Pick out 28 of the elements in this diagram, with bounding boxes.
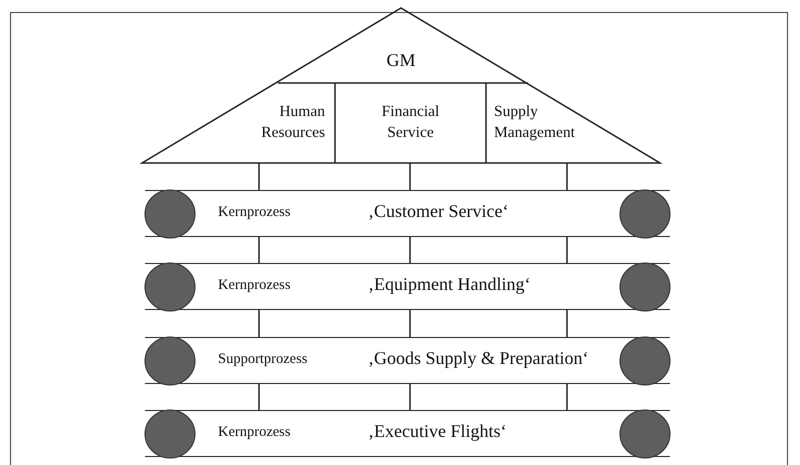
process-type-label: Kernprozess (218, 277, 290, 294)
department-label: Financial Service (380, 102, 440, 143)
process-pipe (145, 190, 670, 237)
connector-line (566, 237, 568, 263)
connector-line (566, 384, 568, 410)
connector-line (258, 310, 260, 337)
connector-line (409, 163, 411, 190)
roof-title: GM (385, 50, 416, 71)
connector-line (409, 384, 411, 410)
connector-line (409, 310, 411, 337)
process-name: ‚Customer Service‘ (368, 201, 508, 222)
connector-line (258, 384, 260, 410)
department-label: Supply Management (493, 102, 576, 143)
connector-line (409, 237, 411, 263)
connector-line (566, 310, 568, 337)
process-name: ‚Executive Flights‘ (368, 421, 506, 442)
connector-line (258, 163, 260, 190)
process-pipe (145, 263, 670, 310)
connector-line (566, 163, 568, 190)
process-pipe (145, 337, 670, 384)
process-type-label: Supportprozess (218, 351, 308, 368)
process-name: ‚Equipment Handling‘ (368, 274, 530, 295)
connector-line (258, 237, 260, 263)
process-type-label: Kernprozess (218, 204, 290, 221)
process-pipe (145, 410, 670, 457)
process-type-label: Kernprozess (218, 424, 290, 441)
process-name: ‚Goods Supply & Preparation‘ (368, 348, 588, 369)
department-label: Human Resources (260, 102, 326, 143)
